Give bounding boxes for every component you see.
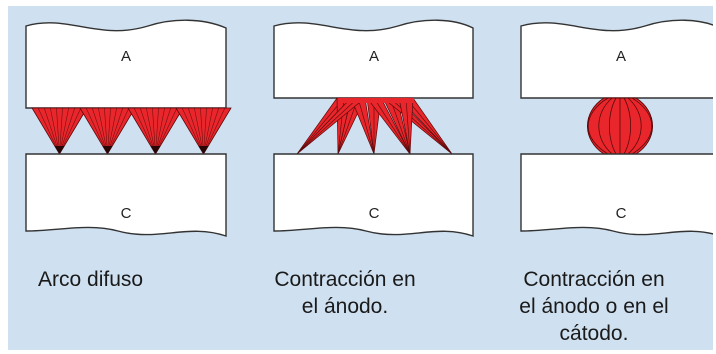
caption-diffuse-arc: Arco difuso [38, 266, 143, 293]
arc-cone [31, 107, 88, 155]
anode-electrode [25, 19, 227, 109]
caption-line: Contracción en [274, 268, 416, 291]
arc-constricted [587, 97, 653, 155]
cathode-electrode [273, 153, 474, 237]
anode-label: A [121, 48, 131, 65]
cathode-electrode [25, 153, 227, 237]
caption-line: cátodo. [559, 322, 629, 345]
cathode-electrode [520, 153, 713, 236]
arc-column [587, 97, 653, 155]
caption-anode-contraction: Contracción en el ánodo. [260, 266, 430, 320]
arc-anode-contraction [296, 97, 453, 155]
panel-anode-contraction: A C [273, 19, 474, 237]
arc-modes-diagram: A C A C A C [25, 19, 713, 237]
caption-line: Arco difuso [38, 268, 144, 291]
anode-spot [338, 98, 414, 103]
diagram-background: A C A C A C Arco difuso Contracción en e… [8, 6, 713, 350]
arc-cone [79, 107, 136, 155]
arc-cone [175, 107, 232, 155]
panel-anode-cathode-contraction: A C [520, 19, 713, 236]
cathode-label: C [369, 205, 380, 222]
caption-anode-cathode-contraction: Contracción en el ánodo o en el cátodo. [494, 266, 694, 347]
caption-line: el ánodo o en el [519, 295, 669, 318]
anode-electrode [520, 19, 713, 99]
arc-diffuse [31, 107, 232, 155]
caption-line: el ánodo. [301, 295, 389, 318]
cathode-label: C [616, 205, 627, 222]
anode-label: A [616, 48, 626, 65]
anode-label: A [369, 48, 379, 65]
panel-diffuse-arc: A C [25, 19, 232, 237]
anode-electrode [273, 19, 474, 99]
caption-line: Contracción en [523, 268, 665, 291]
cathode-label: C [121, 205, 132, 222]
arc-cone [127, 107, 184, 155]
